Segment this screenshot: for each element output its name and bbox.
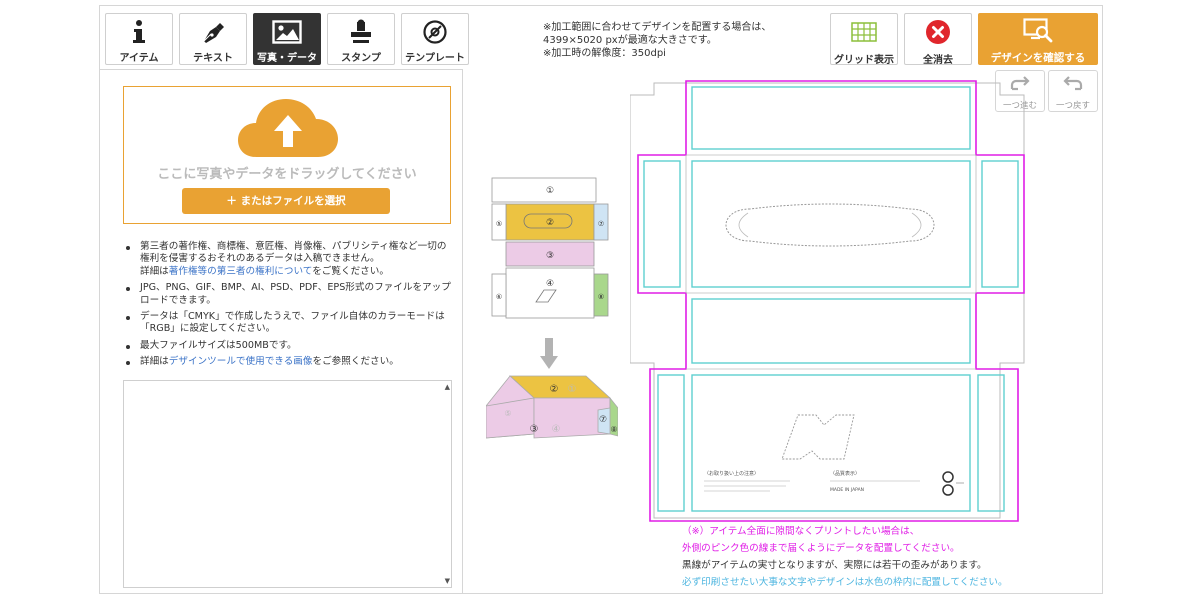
black-line-note: 黒線がアイテムの実寸となりますが、実際には若干の歪みがあります。 — [682, 560, 987, 571]
box-label: ① — [568, 384, 577, 395]
redo-button[interactable]: 一つ進む — [995, 70, 1045, 112]
uploaded-images-list[interactable]: ▲ ▼ — [123, 380, 452, 588]
scroll-up-icon[interactable]: ▲ — [444, 383, 450, 391]
panel-label: ⑥ — [496, 293, 502, 301]
grid-icon — [831, 18, 897, 46]
box-label: ⑤ — [504, 409, 511, 418]
panel-label: ① — [546, 186, 554, 196]
note-item: JPG、PNG、GIF、BMP、AI、PSD、PDF、EPS形式のファイルをアッ… — [124, 282, 454, 307]
notice-line-2: 4399×5020 pxが最適な大きさです。 — [543, 35, 717, 46]
stamp-icon — [328, 18, 394, 46]
panel-label: ⑤ — [496, 220, 502, 228]
recycle-mark-icon — [942, 471, 964, 496]
redo-label: 一つ進む — [1002, 101, 1037, 111]
flat-layout — [491, 177, 609, 319]
opening-flap — [738, 212, 922, 238]
upload-panel — [100, 69, 463, 594]
tab-photo-data[interactable]: 写真・データ — [253, 13, 321, 65]
undo-label: 一つ戻す — [1055, 101, 1090, 111]
info-icon — [106, 18, 172, 46]
tab-template[interactable]: テンプレート — [401, 13, 469, 65]
tab-text-label: テキスト — [193, 53, 233, 64]
assembled-box — [486, 375, 618, 439]
notice-line-1: ※加工範囲に合わせてデザインを配置する場合は、 — [543, 22, 772, 33]
undo-button[interactable]: 一つ戻す — [1048, 70, 1098, 112]
drop-hint-text: ここに写真やデータをドラッグしてください — [157, 167, 417, 182]
box-label: ④ — [552, 424, 561, 435]
box-label: ③ — [530, 424, 539, 435]
bleed-note-1: （※）アイテム全面に隙間なくプリントしたい場合は、 — [682, 526, 920, 537]
resolution-notice: ※加工範囲に合わせてデザインを配置する場合は、 4399×5020 pxが最適な… — [543, 21, 771, 60]
fold-lines — [685, 154, 977, 370]
clear-icon — [905, 18, 971, 46]
tab-item[interactable]: アイテム — [105, 13, 173, 65]
scroll-down-icon[interactable]: ▼ — [444, 577, 450, 585]
box-label: ② — [550, 384, 559, 395]
note-item: 第三者の著作権、商標権、意匠権、肖像権、パブリシティ権など一切の権利を侵害するお… — [124, 241, 454, 278]
tab-stamp-label: スタンプ — [341, 53, 381, 64]
confirm-design-button[interactable]: デザインを確認する — [978, 13, 1098, 65]
tissue-opening — [725, 203, 935, 247]
panel-label: ⑧ — [598, 293, 604, 301]
box-folding-diagram: ① ② ③ ④ ⑤ ⑥ ⑦ ⑧ ② ① ⑤ ③ ④ ⑦ ⑧ — [486, 177, 618, 439]
design-canvas[interactable]: 〈お取り扱い上の注意〉 〈品質表示〉 MADE IN JAPAN — [630, 73, 1030, 523]
panel-number-labels: ① ② ③ ④ ⑤ ⑥ ⑦ ⑧ — [496, 186, 604, 301]
cloud-upload-icon — [236, 95, 340, 163]
upload-notes: 第三者の著作権、商標権、意匠権、肖像権、パブリシティ権など一切の権利を侵害するお… — [124, 241, 454, 373]
note-item: データは「CMYK」で作成したうえで、ファイル自体のカラーモードは「RGB」に設… — [124, 311, 454, 336]
usable-images-link[interactable]: デザインツールで使用できる画像 — [168, 356, 313, 368]
confirm-design-label: デザインを確認する — [990, 52, 1086, 64]
canvas-notes: （※）アイテム全面に隙間なくプリントしたい場合は、 外側のピンク色の線まで届くよ… — [682, 523, 1008, 591]
box-label: ⑦ — [599, 415, 607, 425]
made-in-text: MADE IN JAPAN — [830, 487, 864, 493]
redo-icon — [996, 74, 1044, 96]
tab-stamp[interactable]: スタンプ — [327, 13, 395, 65]
tab-photo-data-label: 写真・データ — [257, 53, 317, 64]
select-file-button[interactable]: ＋ またはファイルを選択 — [182, 188, 390, 214]
bleed-note-2: 外側のピンク色の線まで届くようにデータを配置してください。 — [682, 543, 960, 554]
template-icon — [402, 18, 468, 46]
clear-all-label: 全消去 — [923, 55, 953, 66]
tab-text[interactable]: テキスト — [179, 13, 247, 65]
safe-zone-note: 必ず印刷させたい大事な文字やデザインは水色の枠内に配置してください。 — [682, 577, 1008, 588]
editor-frame: アイテム テキスト 写真・データ スタンプ テンプレート ※加工範囲に合わせてデ… — [99, 5, 1103, 594]
tab-item-label: アイテム — [119, 53, 159, 64]
box-panel-labels: ② ① ⑤ ③ ④ ⑦ ⑧ — [504, 384, 617, 435]
note-item: 最大ファイルサイズは500MBです。 — [124, 340, 454, 352]
undo-icon — [1049, 74, 1097, 96]
panel-label: ⑦ — [598, 220, 604, 228]
bleed-line — [637, 80, 1025, 522]
grid-toggle-label: グリッド表示 — [834, 55, 894, 66]
note-item: 詳細はデザインツールで使用できる画像をご参照ください。 — [124, 356, 454, 368]
caution-text-block — [704, 480, 790, 492]
caution-title: 〈お取り扱い上の注意〉 — [704, 470, 759, 477]
rights-link[interactable]: 著作権等の第三者の権利について — [168, 265, 313, 277]
box-label: ⑧ — [610, 425, 617, 434]
safe-zone-boxes — [643, 86, 1019, 512]
quality-title: 〈品質表示〉 — [830, 470, 860, 477]
panel-label: ② — [546, 218, 554, 228]
tab-template-label: テンプレート — [405, 53, 465, 64]
preview-icon — [978, 17, 1098, 45]
image-icon — [254, 18, 320, 46]
die-cut-outline — [630, 82, 1025, 519]
upload-dropzone[interactable]: ここに写真やデータをドラッグしてください ＋ またはファイルを選択 — [123, 86, 451, 224]
pen-icon — [180, 18, 246, 46]
panel-label: ④ — [546, 279, 554, 289]
notice-line-3: ※加工時の解像度：350dpi — [543, 48, 666, 59]
clear-all-button[interactable]: 全消去 — [904, 13, 972, 66]
grid-toggle-button[interactable]: グリッド表示 — [830, 13, 898, 66]
panel-label: ③ — [546, 251, 554, 261]
down-arrow-icon — [540, 338, 558, 369]
perforation-shape — [781, 414, 855, 460]
